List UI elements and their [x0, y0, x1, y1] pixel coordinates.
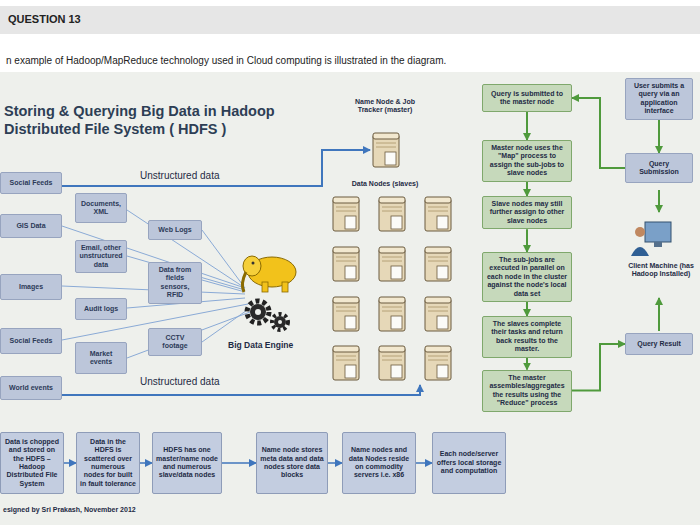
node-text: Master node uses the "Map" process to as…: [486, 144, 568, 178]
node-text: Email, other unstructured data: [79, 244, 123, 269]
query-box: Query Result: [625, 333, 693, 355]
node-text: Data from fields sensors, RFID: [152, 266, 198, 300]
node-text: Social Feeds: [10, 179, 53, 187]
data-source: Social Feeds: [0, 328, 62, 354]
flow-arrow: [526, 182, 528, 196]
flow-line: [658, 298, 660, 331]
node-text: Data in the HDFS is scattered over numer…: [80, 438, 136, 488]
node-text: Query is submitted to the master node: [486, 90, 568, 107]
node-text: Each node/server offers local storage an…: [436, 450, 502, 475]
data-source: Email, other unstructured data: [75, 240, 127, 273]
node-text: User submits a query via an application …: [629, 82, 689, 116]
process-step: Master node uses the "Map" process to as…: [482, 140, 572, 182]
diagram-title: Storing & Querying Big Data in Hadoop Di…: [4, 102, 344, 138]
flow-arrow: [526, 358, 528, 370]
flow-arrow: [526, 112, 528, 140]
node-text: The master assembles/aggregates the resu…: [486, 374, 568, 408]
info-box: Name node stores meta data and data node…: [256, 432, 328, 494]
process-step: Slave nodes may still further assign to …: [482, 196, 572, 229]
query-box: Query Submission: [625, 153, 693, 183]
node-text: Market events: [79, 350, 123, 367]
elephant-logo: [242, 256, 296, 292]
flow-arrow: [572, 344, 625, 391]
flow-arrow: [526, 302, 528, 316]
data-source: Market events: [75, 342, 127, 374]
flow-arrow: [222, 462, 256, 464]
data-source: Audit logs: [75, 298, 127, 320]
node-text: Name node stores meta data and data node…: [260, 446, 324, 480]
data-source: Social Feeds: [0, 172, 62, 194]
info-box: Each node/server offers local storage an…: [432, 432, 506, 494]
flow-arrow: [140, 462, 152, 464]
node-text: Web Logs: [158, 226, 191, 234]
node-text: Images: [19, 283, 43, 291]
info-box: Data is chopped and stored on the HDFS –…: [0, 432, 64, 494]
flow-arrow: [328, 462, 342, 464]
client-label: Client Machine (has Hadoop Installed): [626, 262, 696, 279]
node-text: Query Submission: [629, 160, 689, 177]
engine-label: Big Data Engine: [228, 340, 328, 350]
node-text: World events: [9, 384, 53, 392]
data-label: Unstructured data: [140, 376, 270, 387]
question-number: QUESTION 13: [8, 13, 208, 25]
flow-arrow: [658, 120, 660, 153]
data-line: [62, 150, 370, 186]
data-node-servers: [333, 197, 451, 380]
node-text: Documents, XML: [79, 200, 123, 217]
client-icon: [631, 222, 671, 256]
feed-lines: [62, 210, 250, 358]
flow-arrow: [526, 229, 528, 252]
master-label: Name Node & Job Tracker (master): [346, 98, 424, 115]
node-text: Slave nodes may still further assign to …: [486, 200, 568, 225]
node-text: Social Feeds: [10, 337, 53, 345]
credit-text: esigned by Sri Prakash, November 2012: [3, 506, 323, 513]
node-text: The sub-jobs are executed in parallel on…: [486, 256, 568, 298]
diagram-ground: [0, 72, 700, 525]
flow-arrow: [416, 462, 432, 464]
info-box: Name nodes and data Nodes reside on comm…: [342, 432, 416, 494]
server-icon: [373, 133, 399, 167]
node-text: Query Result: [637, 340, 681, 348]
data-label: Unstructured data: [140, 170, 270, 181]
data-source: GIS Data: [0, 214, 62, 238]
node-text: Data is chopped and stored on the HDFS –…: [4, 438, 60, 488]
data-source: World events: [0, 376, 62, 400]
flow-line: [658, 190, 660, 212]
flow-arrow: [64, 462, 76, 464]
info-box: Data in the HDFS is scattered over numer…: [76, 432, 140, 494]
header-bar: [0, 6, 700, 34]
process-step: Query is submitted to the master node: [482, 84, 572, 112]
data-line: [62, 385, 420, 395]
gears: [247, 301, 288, 330]
data-source: CCTV footage: [148, 328, 202, 356]
node-text: Audit logs: [84, 305, 118, 313]
node-text: Name nodes and data Nodes reside on comm…: [346, 446, 412, 480]
process-step: The slaves complete their tasks and retu…: [482, 316, 572, 358]
query-box: User submits a query via an application …: [625, 78, 693, 120]
node-text: The slaves complete their tasks and retu…: [486, 320, 568, 354]
node-text: HDFS has one master/name node and numero…: [156, 446, 218, 480]
process-step: The sub-jobs are executed in parallel on…: [482, 252, 572, 302]
question-text: n example of Hadoop/MapReduce technology…: [6, 55, 646, 66]
slaves-label: Data Nodes (slaves): [338, 180, 432, 187]
data-source: Images: [0, 274, 62, 300]
data-source: Documents, XML: [75, 193, 127, 223]
data-source: Web Logs: [148, 220, 202, 240]
process-step: The master assembles/aggregates the resu…: [482, 370, 572, 412]
data-source: Data from fields sensors, RFID: [148, 262, 202, 304]
flow-arrow: [572, 98, 625, 168]
info-box: HDFS has one master/name node and numero…: [152, 432, 222, 494]
node-text: GIS Data: [16, 222, 45, 230]
node-text: CCTV footage: [152, 334, 198, 351]
